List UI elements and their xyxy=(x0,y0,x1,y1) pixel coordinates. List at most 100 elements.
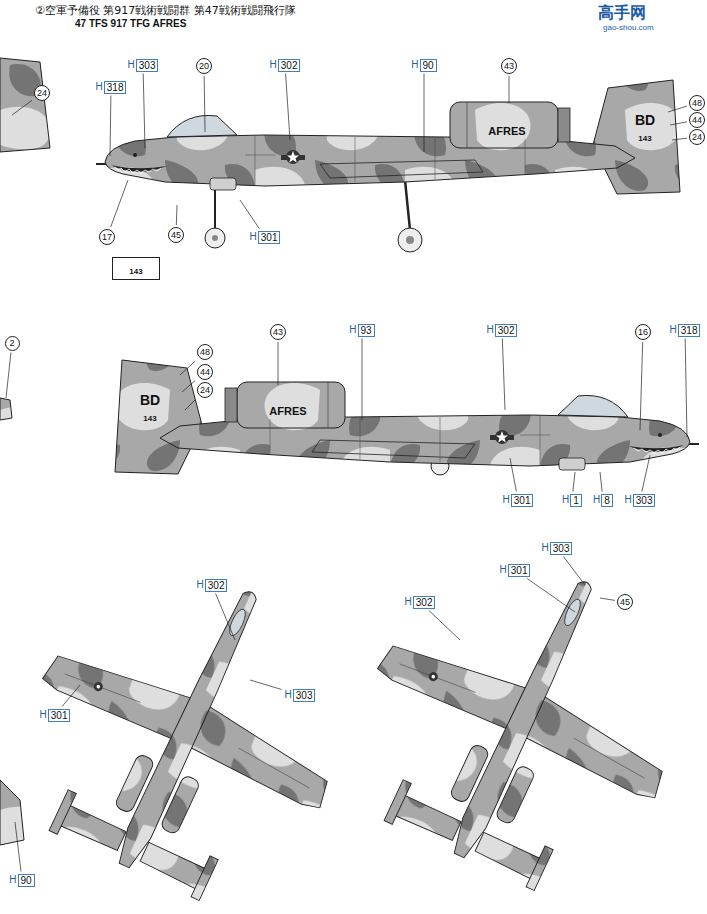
leader-line xyxy=(668,106,687,112)
leader-line xyxy=(278,342,279,385)
part-prefix: H xyxy=(197,579,204,591)
callout-text: 2 xyxy=(9,338,14,348)
leader-line xyxy=(12,100,32,115)
callout-text: 16 xyxy=(638,327,648,337)
aircraft-marking: 143 xyxy=(638,134,651,143)
leader-line xyxy=(362,339,363,421)
decal-panel: 143 xyxy=(112,257,159,280)
callout-box: H301 xyxy=(39,709,72,722)
callout-text: 45 xyxy=(171,230,181,240)
callout-number: 48 xyxy=(197,344,213,360)
leader-line xyxy=(640,342,643,430)
part-prefix: H xyxy=(562,494,569,506)
callout-box: H301 xyxy=(499,564,532,577)
part-number: 8 xyxy=(601,494,613,507)
leader-line xyxy=(573,472,575,492)
leader-line xyxy=(111,180,128,227)
top-view xyxy=(0,528,390,914)
callout-text: 48 xyxy=(200,347,210,357)
part-number: 301 xyxy=(508,564,531,577)
part-number: 93 xyxy=(358,324,375,337)
callout-number: 43 xyxy=(501,58,517,74)
part-number: 1 xyxy=(570,494,582,507)
part-number: 303 xyxy=(293,689,316,702)
leader-line xyxy=(6,353,11,399)
part-number: 302 xyxy=(495,324,518,337)
aircraft-marking: BD xyxy=(635,112,655,128)
leader-line xyxy=(642,455,650,492)
leader-line xyxy=(143,74,145,149)
part-prefix: H xyxy=(96,81,103,93)
part-number: 90 xyxy=(420,59,437,72)
callout-number: 24 xyxy=(689,129,705,145)
sheet-title: ②空軍予備役 第917戦術戦闘群 第47戦術戦闘飛行隊 xyxy=(35,3,296,18)
callout-number: 24 xyxy=(34,85,50,101)
callout-text: 44 xyxy=(200,367,210,377)
callout-box: H302 xyxy=(404,596,437,609)
leader-line xyxy=(510,458,516,492)
leader-line xyxy=(600,598,615,600)
callout-box: H318 xyxy=(669,324,702,337)
callout-text: 45 xyxy=(620,597,630,607)
bottom-view xyxy=(320,518,707,914)
callout-number: 44 xyxy=(689,112,705,128)
part-prefix: H xyxy=(405,596,412,608)
leader-line xyxy=(185,400,195,410)
part-number: 318 xyxy=(678,324,701,337)
leader-line xyxy=(685,339,687,438)
callout-box: H8 xyxy=(592,494,614,507)
leader-line xyxy=(286,74,290,141)
callout-text: 24 xyxy=(37,88,47,98)
part-prefix: H xyxy=(270,59,277,71)
leader-line xyxy=(176,205,178,225)
callout-box: H318 xyxy=(95,81,128,94)
callout-box: H303 xyxy=(284,689,317,702)
part-prefix: H xyxy=(349,324,356,336)
callout-box: H1 xyxy=(561,494,583,507)
landing-gear xyxy=(205,180,422,252)
callout-box: H90 xyxy=(410,59,437,72)
callout-box: H303 xyxy=(541,542,574,555)
part-number: 301 xyxy=(258,231,281,244)
callout-box: H303 xyxy=(624,494,657,507)
callout-number: 24 xyxy=(197,382,213,398)
callout-number: 20 xyxy=(196,58,212,74)
sheet-subtitle: 47 TFS 917 TFG AFRES xyxy=(75,18,186,29)
leader-line xyxy=(182,381,195,392)
leader-line xyxy=(429,611,460,641)
part-prefix: H xyxy=(250,231,257,243)
part-number: 302 xyxy=(205,579,228,592)
watermark: 高手网 xyxy=(598,3,646,24)
leader-line xyxy=(600,472,602,492)
callout-box: H302 xyxy=(269,59,302,72)
part-number: 303 xyxy=(136,59,159,72)
part-number: 318 xyxy=(104,81,127,94)
partial-view xyxy=(0,58,50,152)
leader-line xyxy=(110,96,112,157)
callout-text: 48 xyxy=(692,98,702,108)
part-number: 301 xyxy=(511,494,534,507)
part-prefix: H xyxy=(285,689,292,701)
callout-text: 24 xyxy=(692,132,702,142)
part-prefix: H xyxy=(670,324,677,336)
leader-line xyxy=(672,138,687,140)
part-prefix: H xyxy=(625,494,632,506)
part-prefix: H xyxy=(593,494,600,506)
watermark-url: gao-shou.com xyxy=(603,23,654,32)
aircraft-marking: BD xyxy=(140,392,160,408)
leader-line xyxy=(240,200,259,229)
callout-text: 24 xyxy=(200,385,210,395)
leader-line xyxy=(204,76,206,132)
callout-box: H302 xyxy=(196,579,229,592)
callout-number: 45 xyxy=(168,227,184,243)
part-number: 303 xyxy=(550,542,573,555)
part-number: 301 xyxy=(48,709,71,722)
part-prefix: H xyxy=(40,709,47,721)
part-prefix: H xyxy=(411,59,418,71)
callout-box: H301 xyxy=(502,494,535,507)
part-number: 302 xyxy=(278,59,301,72)
leader-line xyxy=(250,680,282,689)
callout-text: 43 xyxy=(273,327,283,337)
part-number: 303 xyxy=(633,494,656,507)
